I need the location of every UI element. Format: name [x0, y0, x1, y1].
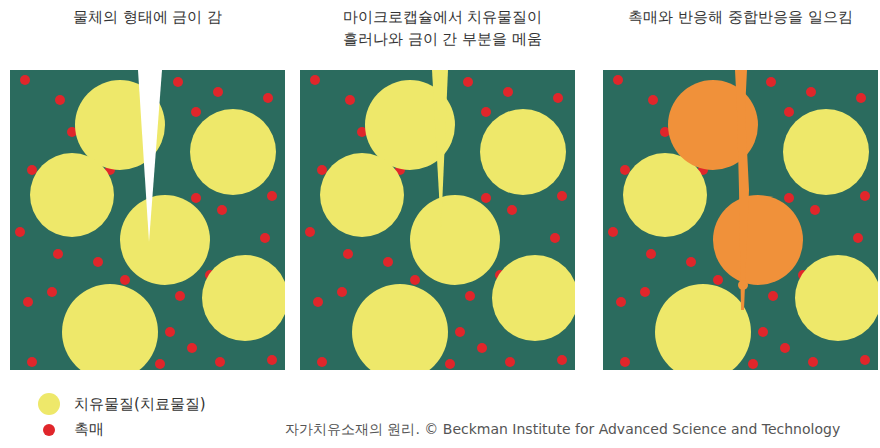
panel-heading: 촉매와 반응해 중합반응을 일으킴: [606, 6, 876, 28]
crack-panel: [10, 70, 285, 370]
polymerized-panel: [603, 70, 878, 370]
legend-text: 촉매: [74, 420, 104, 439]
panel: 촉매와 반응해 중합반응을 일으킴: [603, 6, 878, 370]
healing-panel: [300, 70, 575, 370]
legend-text: 치유물질(치료물질): [74, 395, 206, 414]
panel: 마이크로캡슐에서 치유물질이 흘러나와 금이 간 부분을 메움: [300, 6, 585, 370]
panel-heading: 마이크로캡슐에서 치유물질이 흘러나와 금이 간 부분을 메움: [327, 6, 559, 50]
legend-swatch: [43, 424, 55, 436]
legend-swatch: [38, 393, 60, 415]
panel-heading: 물체의 형태에 금이 감: [18, 6, 278, 28]
legend-item: 치유물질(치료물질): [38, 393, 206, 415]
panel: 물체의 형태에 금이 감: [10, 6, 285, 370]
legend-item: 촉매: [38, 420, 104, 439]
caption: 자가치유소재의 원리. © Beckman Institute for Adva…: [285, 421, 840, 439]
